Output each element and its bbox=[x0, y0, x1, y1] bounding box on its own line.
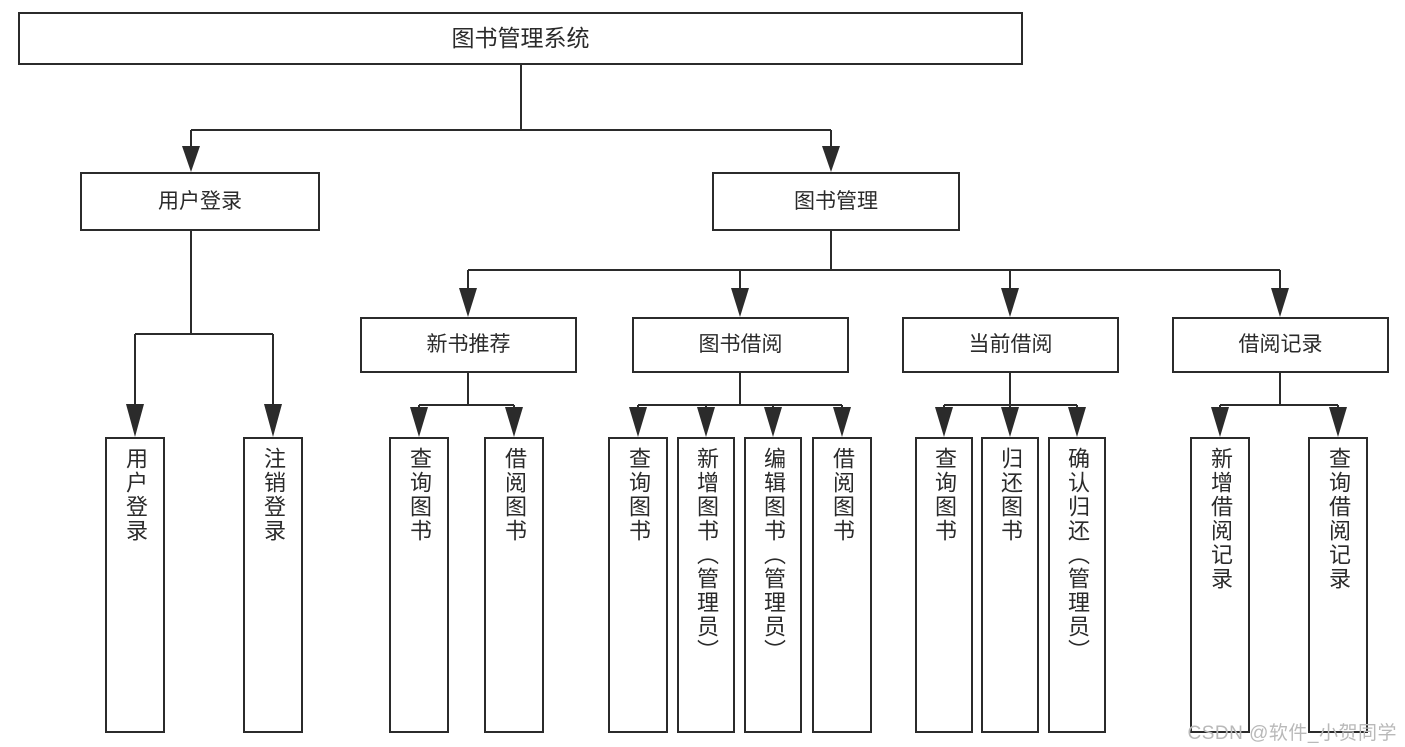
arrow-current-leaf-2 bbox=[1001, 407, 1019, 437]
arrow-user-login-leaf-1 bbox=[126, 404, 144, 437]
arrow-borrow-leaf-3 bbox=[764, 407, 782, 437]
arrow-current-leaf-1 bbox=[935, 407, 953, 437]
arrow-book-mgmt-to-new-book bbox=[459, 288, 477, 317]
leaf-record-query[interactable]: 查询借阅记录 bbox=[1308, 437, 1368, 733]
arrow-book-mgmt-to-borrow bbox=[731, 288, 749, 317]
arrow-borrow-leaf-4 bbox=[833, 407, 851, 437]
leaf-new-book-query-label: 查询图书 bbox=[407, 447, 432, 543]
arrow-record-leaf-1 bbox=[1211, 407, 1229, 437]
leaf-record-add-label: 新增借阅记录 bbox=[1208, 447, 1233, 591]
leaf-borrow-borrow-book-label: 借阅图书 bbox=[830, 447, 855, 543]
leaf-user-login-signout-label: 注销登录 bbox=[261, 447, 286, 543]
node-user-login-label: 用户登录 bbox=[158, 189, 242, 213]
leaf-user-login-signin-label: 用户登录 bbox=[123, 447, 148, 543]
node-book-borrow-label: 图书借阅 bbox=[698, 333, 783, 357]
node-book-borrow[interactable]: 图书借阅 bbox=[632, 317, 849, 373]
node-new-book-recommend[interactable]: 新书推荐 bbox=[360, 317, 577, 373]
arrow-record-leaf-2 bbox=[1329, 407, 1347, 437]
leaf-borrow-edit-book-label: 编辑图书（管理员） bbox=[761, 447, 786, 663]
leaf-new-book-borrow[interactable]: 借阅图书 bbox=[484, 437, 544, 733]
leaf-current-query-book-label: 查询图书 bbox=[932, 447, 957, 543]
arrow-borrow-leaf-2 bbox=[697, 407, 715, 437]
leaf-record-query-label: 查询借阅记录 bbox=[1326, 447, 1351, 591]
leaf-user-login-signin[interactable]: 用户登录 bbox=[105, 437, 165, 733]
arrow-new-book-leaf-1 bbox=[410, 407, 428, 437]
node-current-borrow-label: 当前借阅 bbox=[968, 333, 1053, 357]
leaf-user-login-signout[interactable]: 注销登录 bbox=[243, 437, 303, 733]
leaf-current-confirm-return[interactable]: 确认归还（管理员） bbox=[1048, 437, 1106, 733]
leaf-new-book-borrow-label: 借阅图书 bbox=[502, 447, 527, 543]
leaf-borrow-add-book-label: 新增图书（管理员） bbox=[694, 447, 719, 663]
arrow-borrow-leaf-1 bbox=[629, 407, 647, 437]
leaf-new-book-query[interactable]: 查询图书 bbox=[389, 437, 449, 733]
leaf-record-add[interactable]: 新增借阅记录 bbox=[1190, 437, 1250, 733]
arrow-book-mgmt-to-current bbox=[1001, 288, 1019, 317]
leaf-borrow-borrow-book[interactable]: 借阅图书 bbox=[812, 437, 872, 733]
leaf-current-query-book[interactable]: 查询图书 bbox=[915, 437, 973, 733]
node-root-system-label: 图书管理系统 bbox=[451, 24, 590, 51]
node-borrow-record[interactable]: 借阅记录 bbox=[1172, 317, 1389, 373]
leaf-current-return-book[interactable]: 归还图书 bbox=[981, 437, 1039, 733]
leaf-current-confirm-return-label: 确认归还（管理员） bbox=[1065, 447, 1090, 663]
node-book-management-label: 图书管理 bbox=[794, 189, 878, 213]
arrow-new-book-leaf-2 bbox=[505, 407, 523, 437]
csdn-watermark: CSDN @软件_小贺同学 bbox=[1187, 723, 1397, 744]
leaf-borrow-query-book-label: 查询图书 bbox=[626, 447, 651, 543]
arrow-user-login-leaf-2 bbox=[264, 404, 282, 437]
leaf-borrow-query-book[interactable]: 查询图书 bbox=[608, 437, 668, 733]
arrow-book-mgmt-to-record bbox=[1271, 288, 1289, 317]
arrow-current-leaf-3 bbox=[1068, 407, 1086, 437]
arrow-root-to-user-login bbox=[182, 146, 200, 172]
arrow-root-to-book-mgmt bbox=[822, 146, 840, 172]
node-current-borrow[interactable]: 当前借阅 bbox=[902, 317, 1119, 373]
leaf-current-return-book-label: 归还图书 bbox=[998, 447, 1023, 543]
node-new-book-recommend-label: 新书推荐 bbox=[426, 333, 511, 357]
node-user-login[interactable]: 用户登录 bbox=[80, 172, 320, 231]
leaf-borrow-edit-book[interactable]: 编辑图书（管理员） bbox=[744, 437, 802, 733]
leaf-borrow-add-book[interactable]: 新增图书（管理员） bbox=[677, 437, 735, 733]
node-borrow-record-label: 借阅记录 bbox=[1238, 333, 1323, 357]
node-book-management[interactable]: 图书管理 bbox=[712, 172, 960, 231]
node-root-system[interactable]: 图书管理系统 bbox=[18, 12, 1023, 65]
